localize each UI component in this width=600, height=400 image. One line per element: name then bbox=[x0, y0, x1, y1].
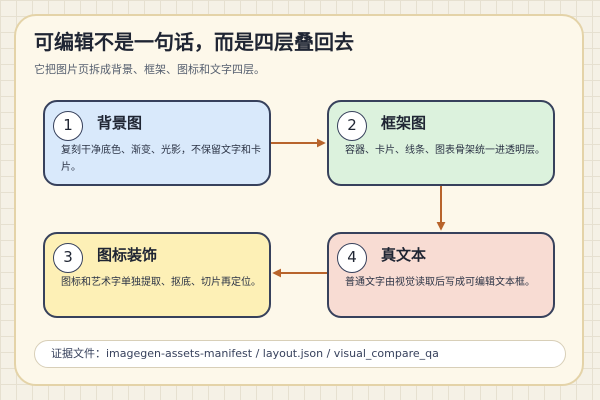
node-description: 复刻干净底色、渐变、光影，不保留文字和卡片。 bbox=[61, 145, 261, 173]
node-frame-image: 2 框架图 容器、卡片、线条、图表骨架统一进透明层。 bbox=[327, 100, 555, 186]
node-real-text: 4 真文本 普通文字由视觉读取后写成可编辑文本框。 bbox=[327, 232, 555, 318]
step-number-badge: 1 bbox=[53, 111, 83, 141]
evidence-files-bar: 证据文件：imagegen-assets-manifest / layout.j… bbox=[34, 340, 566, 368]
node-title: 图标装饰 bbox=[97, 246, 158, 264]
step-number-badge: 4 bbox=[337, 243, 367, 273]
content-panel bbox=[14, 14, 584, 386]
step-number-badge: 3 bbox=[53, 243, 83, 273]
page-title: 可编辑不是一句话，而是四层叠回去 bbox=[34, 30, 354, 54]
node-title: 背景图 bbox=[97, 114, 143, 132]
node-description: 容器、卡片、线条、图表骨架统一进透明层。 bbox=[345, 145, 545, 156]
page-subtitle: 它把图片页拆成背景、框架、图标和文字四层。 bbox=[34, 63, 265, 76]
node-description: 普通文字由视觉读取后写成可编辑文本框。 bbox=[345, 277, 535, 288]
step-number-badge: 2 bbox=[337, 111, 367, 141]
node-icon-decoration: 3 图标装饰 图标和艺术字单独提取、抠底、切片再定位。 bbox=[43, 232, 271, 318]
node-title: 框架图 bbox=[381, 114, 427, 132]
node-description: 图标和艺术字单独提取、抠底、切片再定位。 bbox=[61, 277, 261, 288]
node-title: 真文本 bbox=[381, 246, 427, 264]
node-background-image: 1 背景图 复刻干净底色、渐变、光影，不保留文字和卡片。 bbox=[43, 100, 271, 186]
